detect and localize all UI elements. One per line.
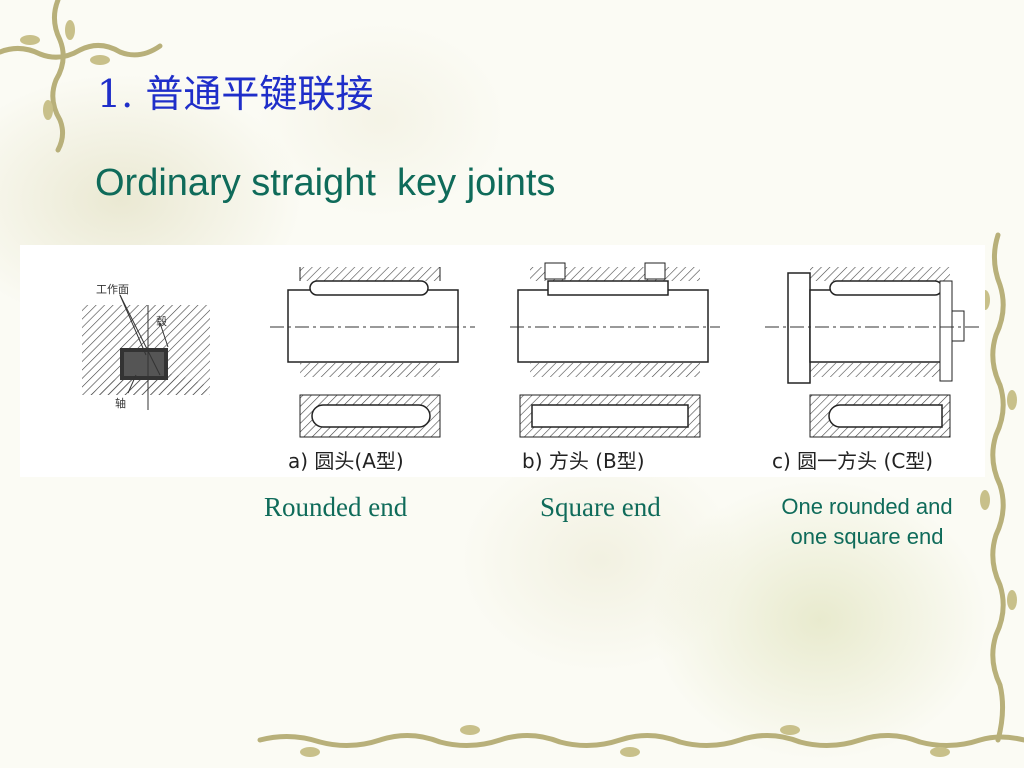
slide-title-english: Ordinary straight key joints bbox=[95, 162, 556, 204]
label-rounded-end: Rounded end bbox=[264, 492, 408, 522]
diagram-a-rounded-end bbox=[270, 267, 475, 438]
label-square-end: Square end bbox=[540, 492, 661, 522]
slide-title-chinese: 1. 普通平键联接 bbox=[97, 72, 374, 116]
caption-a: a) 圆头(A型) bbox=[288, 449, 404, 473]
label-hub: 毂 bbox=[156, 315, 167, 328]
label-one-rounded-line1: One rounded and bbox=[781, 494, 953, 519]
key-joint-figure: 工作面 毂 轴 a) 圆头(A型) b) 方头 (B型) c) 圆一方头 (C型… bbox=[20, 245, 985, 477]
label-shaft: 轴 bbox=[115, 397, 126, 410]
cross-section-diagram bbox=[82, 294, 210, 410]
caption-b: b) 方头 (B型) bbox=[522, 449, 645, 473]
diagram-b-square-end bbox=[510, 262, 720, 438]
label-one-rounded-line2: one square end bbox=[790, 523, 944, 549]
label-working-face: 工作面 bbox=[96, 283, 129, 296]
caption-c: c) 圆一方头 (C型) bbox=[772, 449, 934, 473]
label-one-rounded-one-square: One rounded and one square end bbox=[752, 492, 982, 551]
diagram-c-rounded-square-end bbox=[765, 267, 980, 438]
